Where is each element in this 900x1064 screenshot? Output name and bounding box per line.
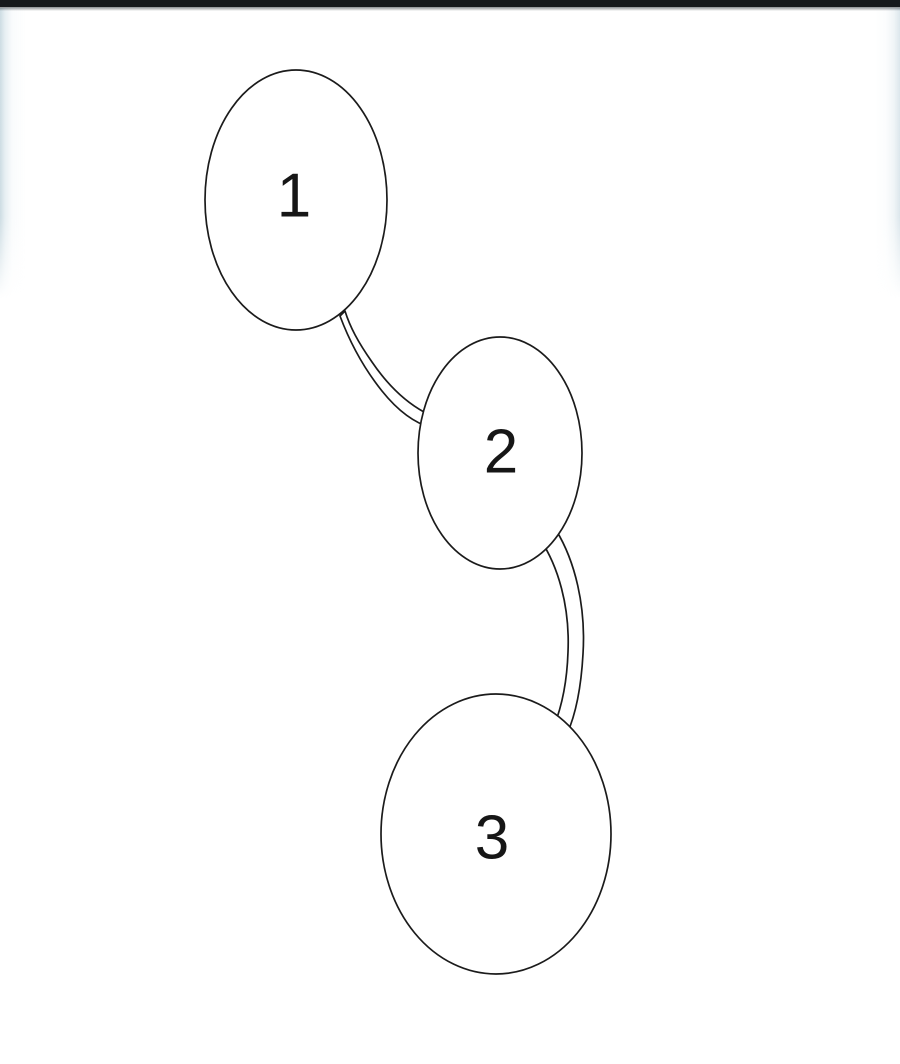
- node-3-shape[interactable]: [380, 693, 612, 975]
- node-1-shape[interactable]: [204, 69, 388, 331]
- node-3-label: 3: [475, 804, 509, 873]
- edge-node2-to-node3: [539, 529, 585, 735]
- node-3[interactable]: 3: [380, 693, 612, 975]
- scan-top-band-falloff: [0, 7, 900, 11]
- node-2-label: 2: [484, 418, 518, 487]
- node-2[interactable]: 2: [417, 336, 583, 570]
- edge-node1-to-node2: [339, 310, 433, 429]
- node-1-label: 1: [277, 162, 311, 231]
- node-1[interactable]: 1: [204, 69, 388, 331]
- node-2-shape[interactable]: [417, 336, 583, 570]
- scan-top-band: [0, 0, 900, 7]
